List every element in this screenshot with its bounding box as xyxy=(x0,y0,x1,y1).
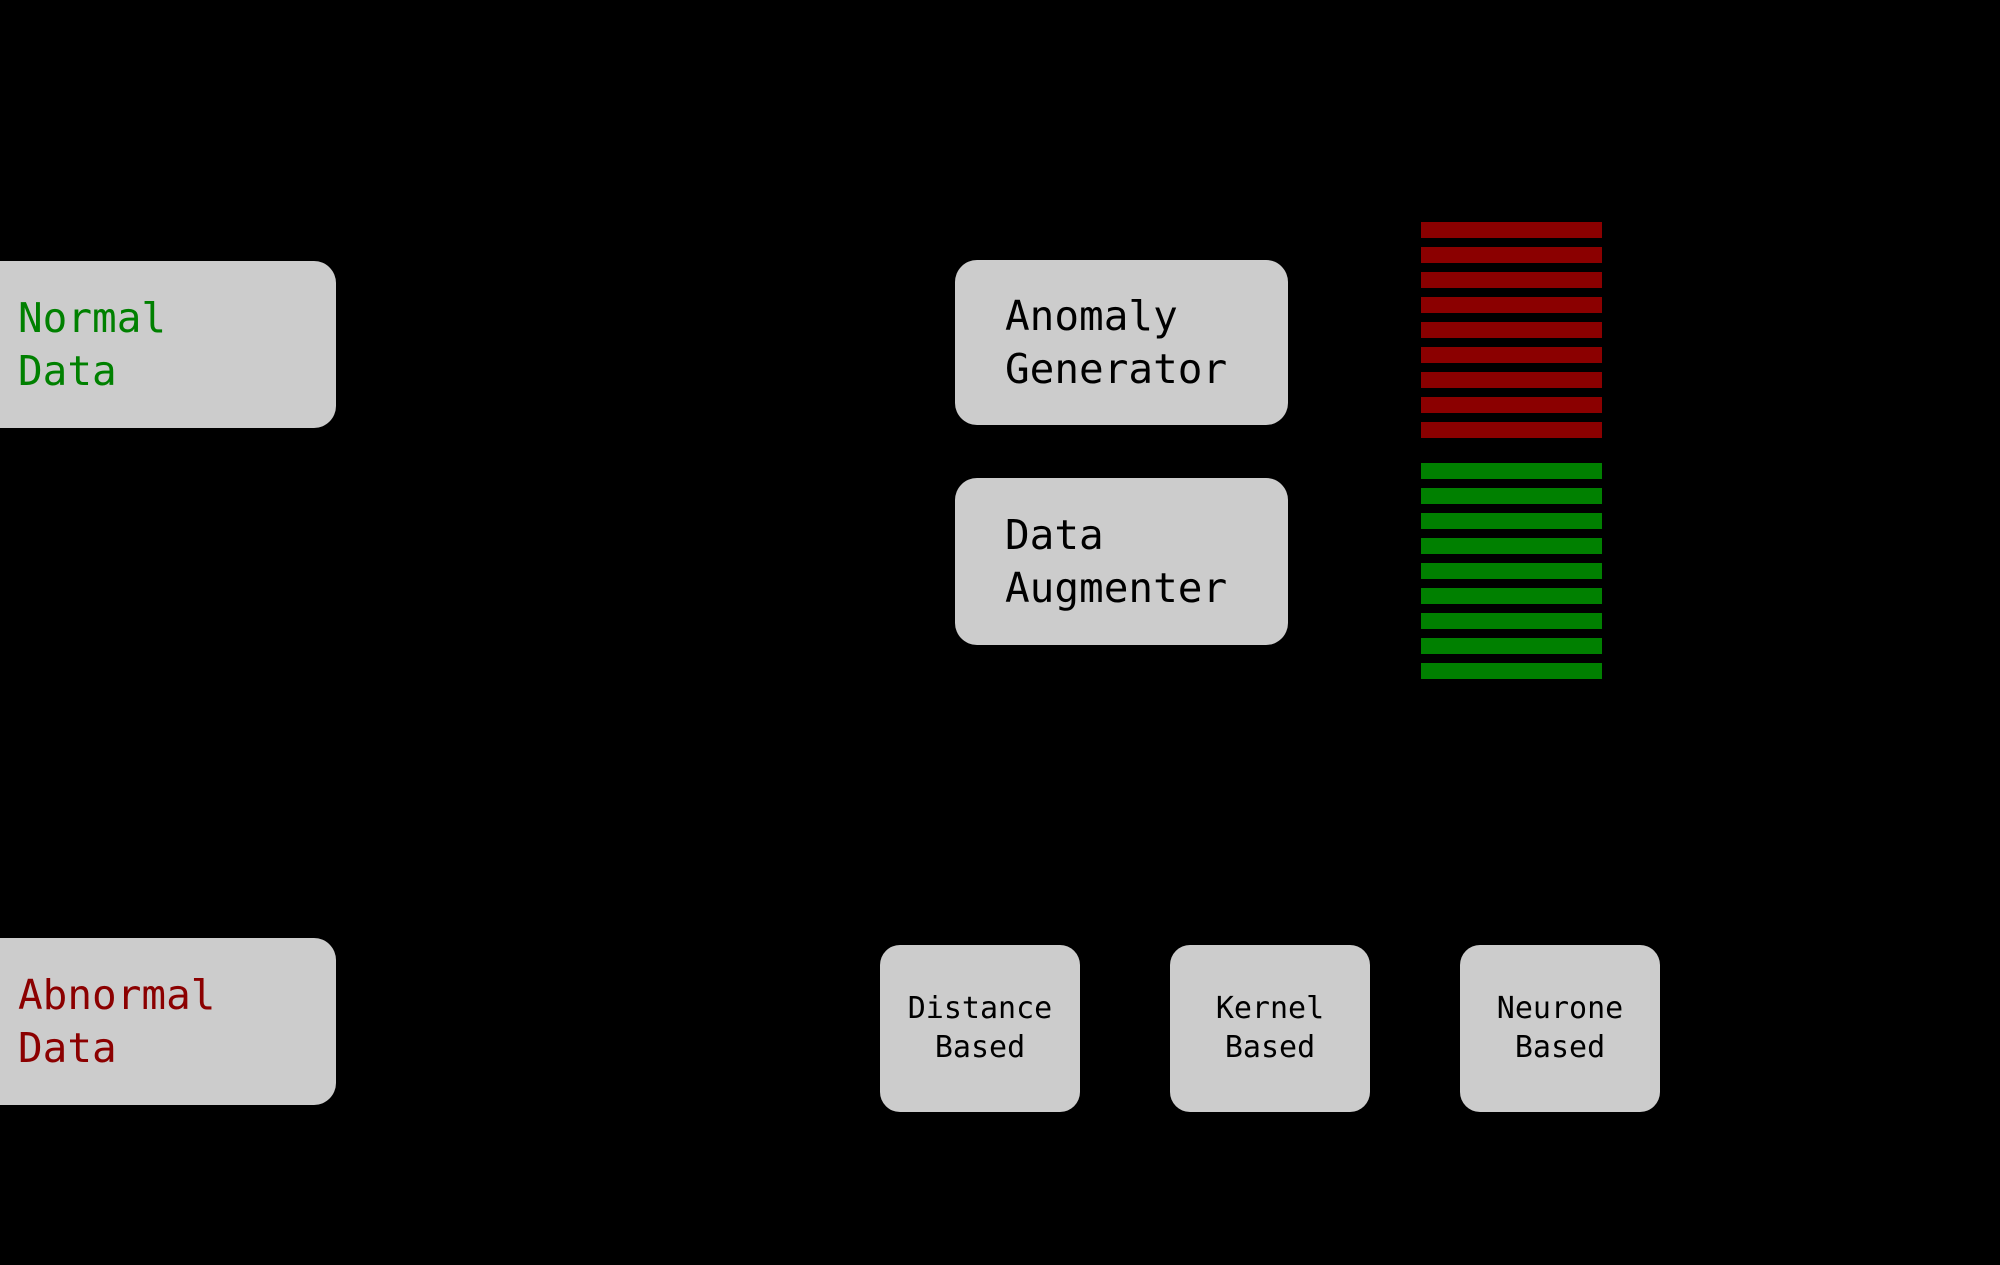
node-data-augmenter-line1: Data xyxy=(1005,511,1104,560)
stripe-anomalous xyxy=(1421,397,1602,413)
stripe-normal xyxy=(1421,463,1602,479)
stripe-anomalous xyxy=(1421,297,1602,313)
node-abnormal-data-line1: Abnormal xyxy=(18,971,216,1020)
node-abnormal-data-line2: Data xyxy=(18,1023,117,1072)
labeled-dataset-stripes xyxy=(1421,222,1602,682)
node-data-augmenter-line2: Augmenter xyxy=(1005,563,1228,612)
node-kernel-based-line2: Based xyxy=(1224,1029,1316,1065)
stripe-normal xyxy=(1421,588,1602,604)
node-distance-based-line1: Distance xyxy=(907,991,1053,1027)
stripe-anomalous xyxy=(1421,222,1602,238)
stripe-anomalous xyxy=(1421,272,1602,288)
node-kernel-based[interactable]: Kernel Based xyxy=(1170,945,1370,1112)
node-anomaly-generator-line1: Anomaly xyxy=(1005,292,1178,341)
stripe-anomalous xyxy=(1421,322,1602,338)
node-neurone-based[interactable]: Neurone Based xyxy=(1460,945,1660,1112)
stripe-normal xyxy=(1421,513,1602,529)
stripe-normal xyxy=(1421,563,1602,579)
node-abnormal-data[interactable]: Abnormal Data xyxy=(0,938,336,1105)
stripe-anomalous xyxy=(1421,347,1602,363)
stripe-normal xyxy=(1421,613,1602,629)
node-kernel-based-line1: Kernel xyxy=(1215,991,1325,1027)
node-normal-data[interactable]: Normal Data xyxy=(0,261,336,428)
node-data-augmenter[interactable]: Data Augmenter xyxy=(955,478,1288,645)
stripe-normal xyxy=(1421,488,1602,504)
node-normal-data-line1: Normal xyxy=(18,294,167,343)
node-anomaly-generator[interactable]: Anomaly Generator xyxy=(955,260,1288,425)
stripe-normal xyxy=(1421,638,1602,654)
node-anomaly-generator-line2: Generator xyxy=(1005,344,1228,393)
stripe-normal xyxy=(1421,538,1602,554)
node-neurone-based-line2: Based xyxy=(1514,1029,1606,1065)
stripe-normal xyxy=(1421,663,1602,679)
stripe-anomalous xyxy=(1421,422,1602,438)
stripe-anomalous xyxy=(1421,372,1602,388)
node-distance-based-line2: Based xyxy=(934,1029,1026,1065)
node-normal-data-line2: Data xyxy=(18,346,117,395)
node-neurone-based-line1: Neurone xyxy=(1496,991,1624,1027)
stripe-anomalous xyxy=(1421,247,1602,263)
node-distance-based[interactable]: Distance Based xyxy=(880,945,1080,1112)
